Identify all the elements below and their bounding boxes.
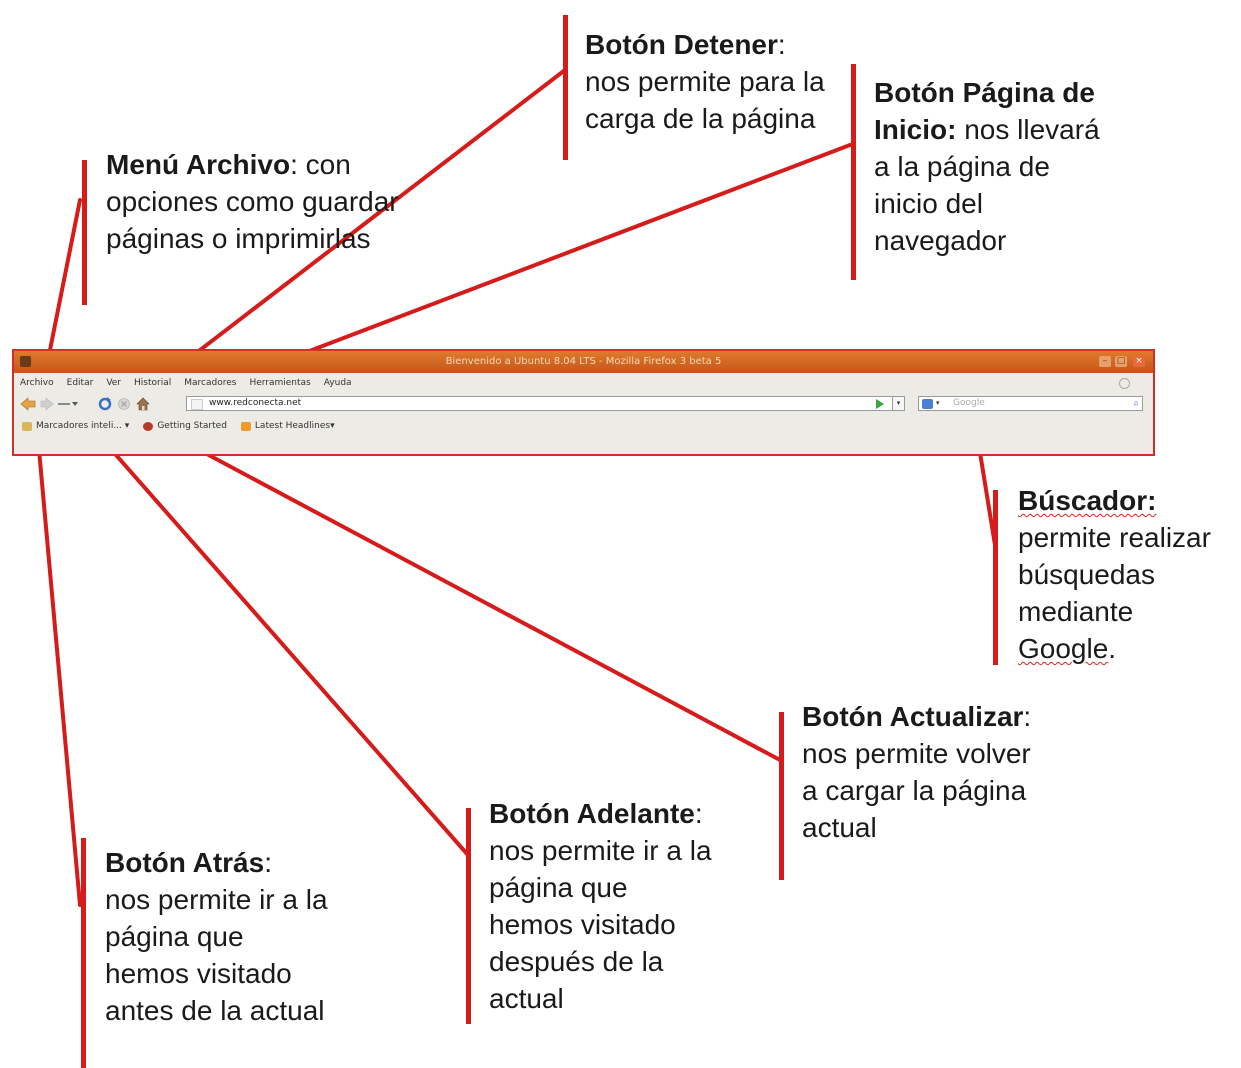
- bookmark-label: Marcadores inteli...: [36, 421, 122, 431]
- callout-text: nos permite volver a cargar la página ac…: [802, 738, 1031, 843]
- go-icon[interactable]: [876, 399, 884, 409]
- reload-icon[interactable]: [98, 397, 112, 411]
- callout-sep: :: [777, 29, 786, 60]
- callout-boton-inicio: Botón Página de Inicio: nos llevará a la…: [874, 74, 1114, 259]
- callout-buscador: Búscador: permite realizar búsquedas med…: [1018, 482, 1240, 667]
- callout-sep: :: [1023, 701, 1032, 732]
- firefox-window: Bienvenido a Ubuntu 8.04 LTS - Mozilla F…: [12, 349, 1155, 456]
- callout-bar-adelante: [466, 808, 471, 1024]
- back-icon[interactable]: [20, 397, 36, 411]
- window-title: Bienvenido a Ubuntu 8.04 LTS - Mozilla F…: [445, 356, 722, 367]
- bookmark-label: Getting Started: [157, 421, 227, 431]
- bookmark-smart[interactable]: Marcadores inteli... ▾: [22, 421, 129, 431]
- navigation-toolbar: www.redconecta.net ▾ ▾ Google ⌕: [14, 392, 1153, 416]
- search-icon[interactable]: ⌕: [1133, 398, 1139, 409]
- menu-archivo[interactable]: Archivo: [20, 377, 54, 388]
- firefox-icon: [143, 421, 154, 431]
- menubar: Archivo Editar Ver Historial Marcadores …: [14, 373, 1153, 392]
- callout-sep: :: [290, 149, 298, 180]
- bookmark-label: Latest Headlines: [254, 421, 331, 431]
- chevron-down-icon: ▾: [124, 421, 130, 431]
- callout-text: nos permite para la carga de la página: [585, 66, 825, 134]
- history-dropdown-icon[interactable]: [57, 397, 81, 411]
- callout-bar-actualizar: [779, 712, 784, 880]
- bookmark-latest-headlines[interactable]: Latest Headlines▾: [240, 421, 335, 431]
- callout-boton-atras: Botón Atrás: nos permite ir a la página …: [105, 844, 345, 1029]
- search-placeholder: Google: [953, 398, 985, 408]
- close-icon[interactable]: ×: [1133, 356, 1145, 367]
- callout-bar-archivo: [82, 160, 87, 305]
- callout-boton-actualizar: Botón Actualizar: nos permite volver a c…: [802, 698, 1042, 846]
- callout-text-google: Google: [1018, 633, 1109, 664]
- callout-bar-detener: [563, 15, 568, 160]
- callout-boton-detener: Botón Detener: nos permite para la carga…: [585, 26, 835, 137]
- callout-text: nos permite ir a la página que hemos vis…: [105, 884, 328, 1026]
- chevron-down-icon: ▾: [330, 421, 335, 431]
- chevron-down-icon[interactable]: ▾: [936, 399, 940, 407]
- callout-text: con opciones como guardar páginas o impr…: [106, 149, 399, 254]
- callout-boton-adelante: Botón Adelante: nos permite ir a la pági…: [489, 795, 749, 1017]
- callout-sep: :: [264, 847, 272, 878]
- menu-editar[interactable]: Editar: [66, 377, 94, 388]
- home-icon[interactable]: [136, 397, 150, 411]
- forward-icon[interactable]: [40, 397, 54, 411]
- menu-historial[interactable]: Historial: [134, 377, 172, 388]
- window-titlebar: Bienvenido a Ubuntu 8.04 LTS - Mozilla F…: [14, 351, 1153, 373]
- callout-sep: :: [694, 798, 703, 829]
- url-bar[interactable]: www.redconecta.net: [186, 396, 901, 411]
- window-menu-icon[interactable]: [20, 356, 31, 367]
- callout-title: Botón Atrás: [105, 847, 265, 878]
- callout-text: permite realizar búsquedas mediante: [1018, 522, 1211, 627]
- callout-title: Búscador:: [1018, 485, 1157, 516]
- maximize-icon[interactable]: □: [1115, 356, 1127, 367]
- bookmarks-toolbar: Marcadores inteli... ▾ Getting Started L…: [14, 416, 1153, 436]
- url-text: www.redconecta.net: [209, 398, 302, 408]
- search-engine-icon[interactable]: [922, 399, 933, 409]
- callout-menu-archivo: Menú Archivo: con opciones como guardar …: [106, 146, 406, 257]
- menu-marcadores[interactable]: Marcadores: [184, 377, 237, 388]
- callout-bar-inicio: [851, 64, 856, 280]
- callout-text: nos permite ir a la página que hemos vis…: [489, 835, 712, 1014]
- url-dropdown-icon[interactable]: ▾: [892, 396, 905, 411]
- callout-title: Menú Archivo: [106, 149, 291, 180]
- minimize-icon[interactable]: –: [1099, 356, 1111, 367]
- throbber-icon: [1119, 378, 1130, 389]
- callout-title: Botón Página de Inicio:: [874, 77, 1095, 145]
- callout-text: nos llevará a la página de inicio del na…: [874, 114, 1100, 256]
- stop-icon[interactable]: [117, 397, 131, 411]
- callout-end: .: [1108, 633, 1117, 664]
- callout-title: Botón Adelante: [489, 798, 695, 829]
- callout-title: Botón Actualizar: [802, 701, 1024, 732]
- bookmark-folder-icon: [22, 421, 32, 431]
- bookmark-getting-started[interactable]: Getting Started: [143, 421, 227, 431]
- menu-ayuda[interactable]: Ayuda: [323, 377, 352, 388]
- menu-herramientas[interactable]: Herramientas: [249, 377, 311, 388]
- rss-icon: [240, 421, 251, 431]
- favicon-icon: [191, 399, 203, 410]
- callout-bar-buscador: [993, 490, 998, 665]
- callout-title: Botón Detener: [585, 29, 778, 60]
- search-box[interactable]: ▾ Google ⌕: [918, 396, 1143, 411]
- callout-bar-atras: [81, 838, 86, 1068]
- menu-ver[interactable]: Ver: [106, 377, 122, 388]
